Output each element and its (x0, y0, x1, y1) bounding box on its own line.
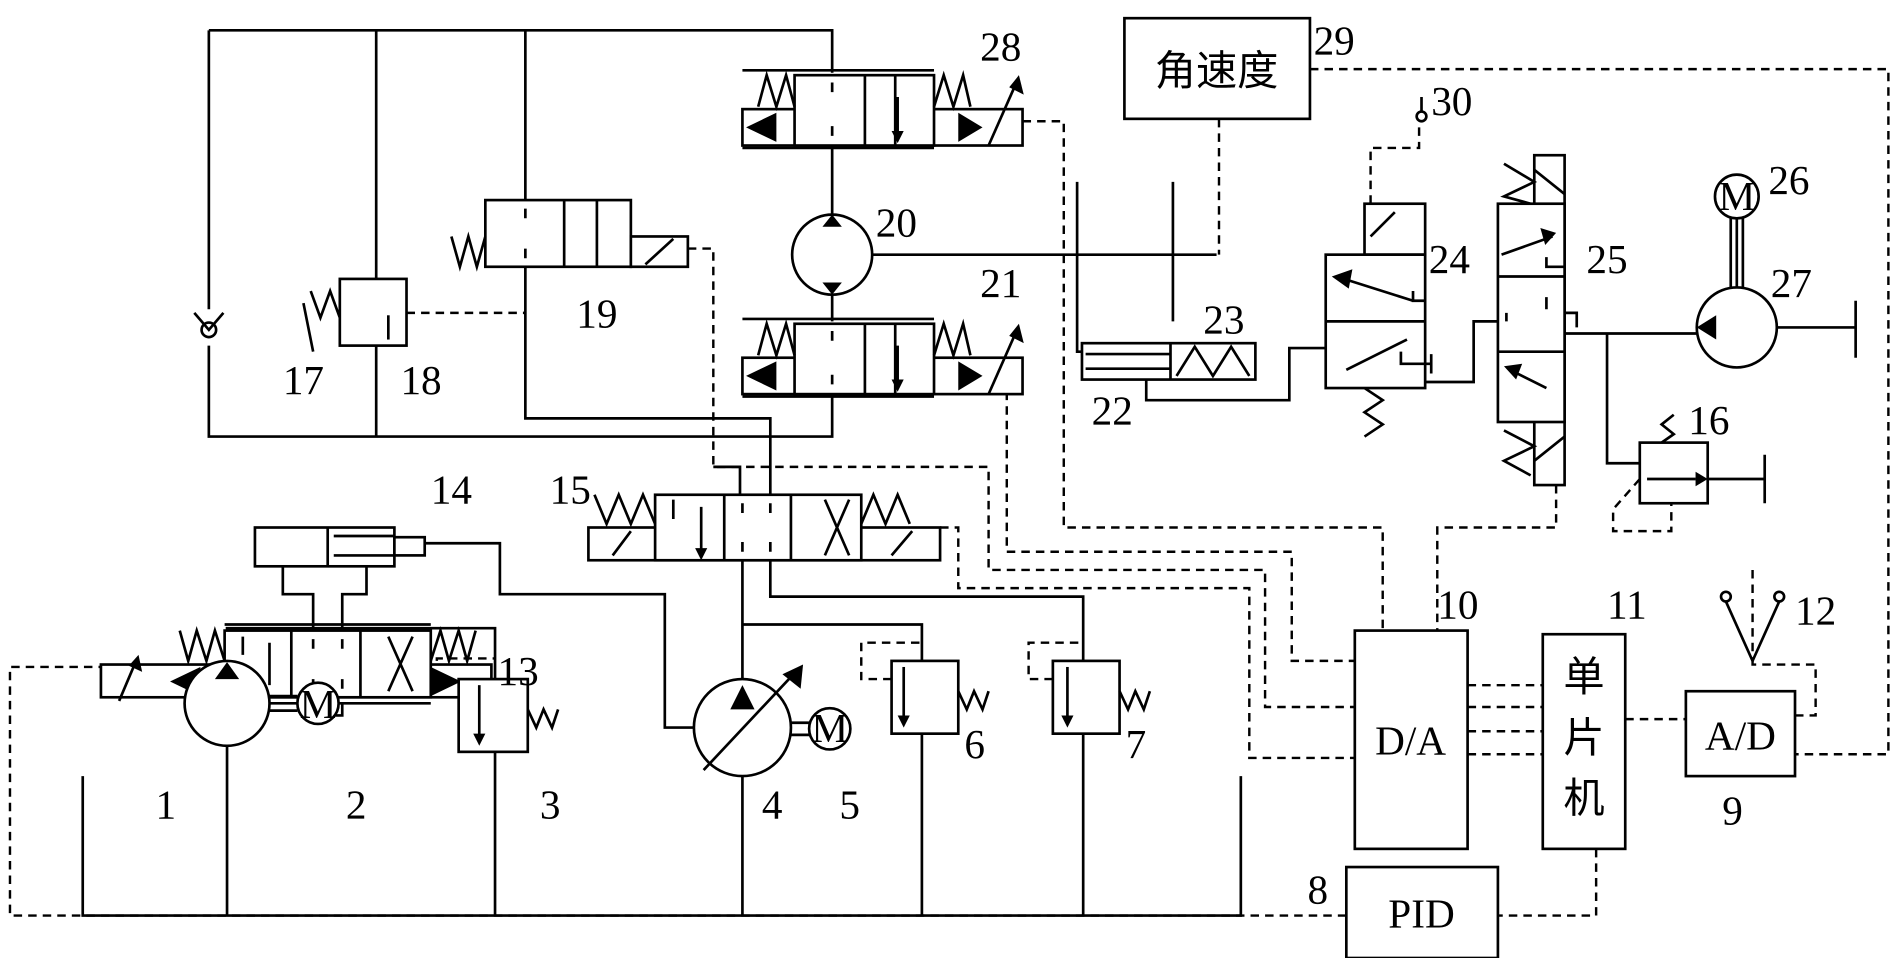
label-11: 11 (1607, 581, 1647, 627)
motor-5-label: M (811, 705, 848, 751)
da-label: D/A (1375, 717, 1446, 763)
valve-28 (741, 69, 1024, 150)
valve-lower (741, 317, 1024, 398)
label-1: 1 (155, 782, 176, 828)
label-14: 14 (431, 466, 472, 512)
label-12: 12 (1795, 588, 1836, 634)
label-18: 18 (400, 357, 441, 403)
relief-valve-6 (890, 659, 990, 735)
microcontroller: 单 片 机 (1541, 632, 1627, 851)
motor-2-label: M (300, 681, 337, 727)
label-23: 23 (1203, 296, 1244, 342)
relief-valve-3 (457, 677, 560, 754)
label-29: 29 (1314, 18, 1355, 64)
label-13: 13 (497, 648, 538, 694)
component-labels: 1 2 3 4 5 6 7 8 9 10 11 12 13 14 15 16 1… (155, 18, 1836, 913)
label-25: 25 (1586, 236, 1627, 282)
pid-label: PID (1388, 891, 1454, 937)
label-10: 10 (1437, 581, 1478, 627)
label-4: 4 (762, 782, 783, 828)
label-8: 8 (1308, 866, 1329, 912)
label-22: 22 (1092, 387, 1133, 433)
label-24: 24 (1429, 236, 1470, 282)
valve-15 (587, 491, 942, 562)
valve-19 (450, 198, 690, 272)
angular-velocity-sensor: 角速度 (1123, 16, 1312, 121)
pump-1 (183, 659, 298, 748)
valve-18 (302, 277, 408, 352)
relief-valve-16 (1638, 413, 1710, 505)
label-5: 5 (839, 782, 860, 828)
check-valve (193, 311, 225, 339)
label-9: 9 (1722, 788, 1743, 834)
relief-valve-7 (1051, 659, 1152, 735)
label-27: 27 (1771, 260, 1812, 306)
label-7: 7 (1126, 721, 1147, 767)
label-3: 3 (540, 782, 561, 828)
label-21: 21 (980, 260, 1021, 306)
label-16: 16 (1688, 397, 1729, 443)
hydraulic-lines (81, 28, 1857, 917)
label-19: 19 (576, 290, 617, 336)
angular-velocity-label: 角速度 (1155, 47, 1279, 95)
valve-25 (1496, 153, 1566, 487)
da-converter: D/A (1353, 629, 1469, 851)
label-15: 15 (550, 466, 591, 512)
motor-5: M (807, 705, 852, 751)
label-26: 26 (1768, 157, 1809, 203)
sensor-30 (1415, 97, 1428, 123)
mcu-label-2: 片 (1563, 714, 1604, 762)
label-17: 17 (283, 357, 324, 403)
valve-24 (1324, 202, 1433, 438)
motor-26: M (1713, 173, 1760, 288)
mcu-label-1: 单 (1563, 653, 1604, 701)
motor-26-label: M (1718, 173, 1755, 219)
cylinder-22 (1080, 341, 1257, 381)
pid-controller: PID (1344, 865, 1500, 958)
cylinder-14 (253, 526, 427, 568)
mcu-label-3: 机 (1563, 774, 1604, 822)
sensor-12 (1719, 569, 1786, 665)
signal-lines (8, 67, 1890, 917)
label-2: 2 (346, 782, 367, 828)
label-30: 30 (1431, 78, 1472, 124)
hydraulic-motor-20 (790, 213, 874, 297)
hydraulic-motor-27 (1695, 286, 1779, 369)
label-6: 6 (964, 721, 985, 767)
motor-2: M (296, 681, 340, 727)
ad-converter: A/D (1684, 689, 1797, 778)
ad-label: A/D (1705, 712, 1776, 758)
variable-pump-4 (692, 664, 811, 778)
label-20: 20 (876, 199, 917, 245)
label-28: 28 (980, 24, 1021, 70)
valve-13 (99, 623, 493, 717)
